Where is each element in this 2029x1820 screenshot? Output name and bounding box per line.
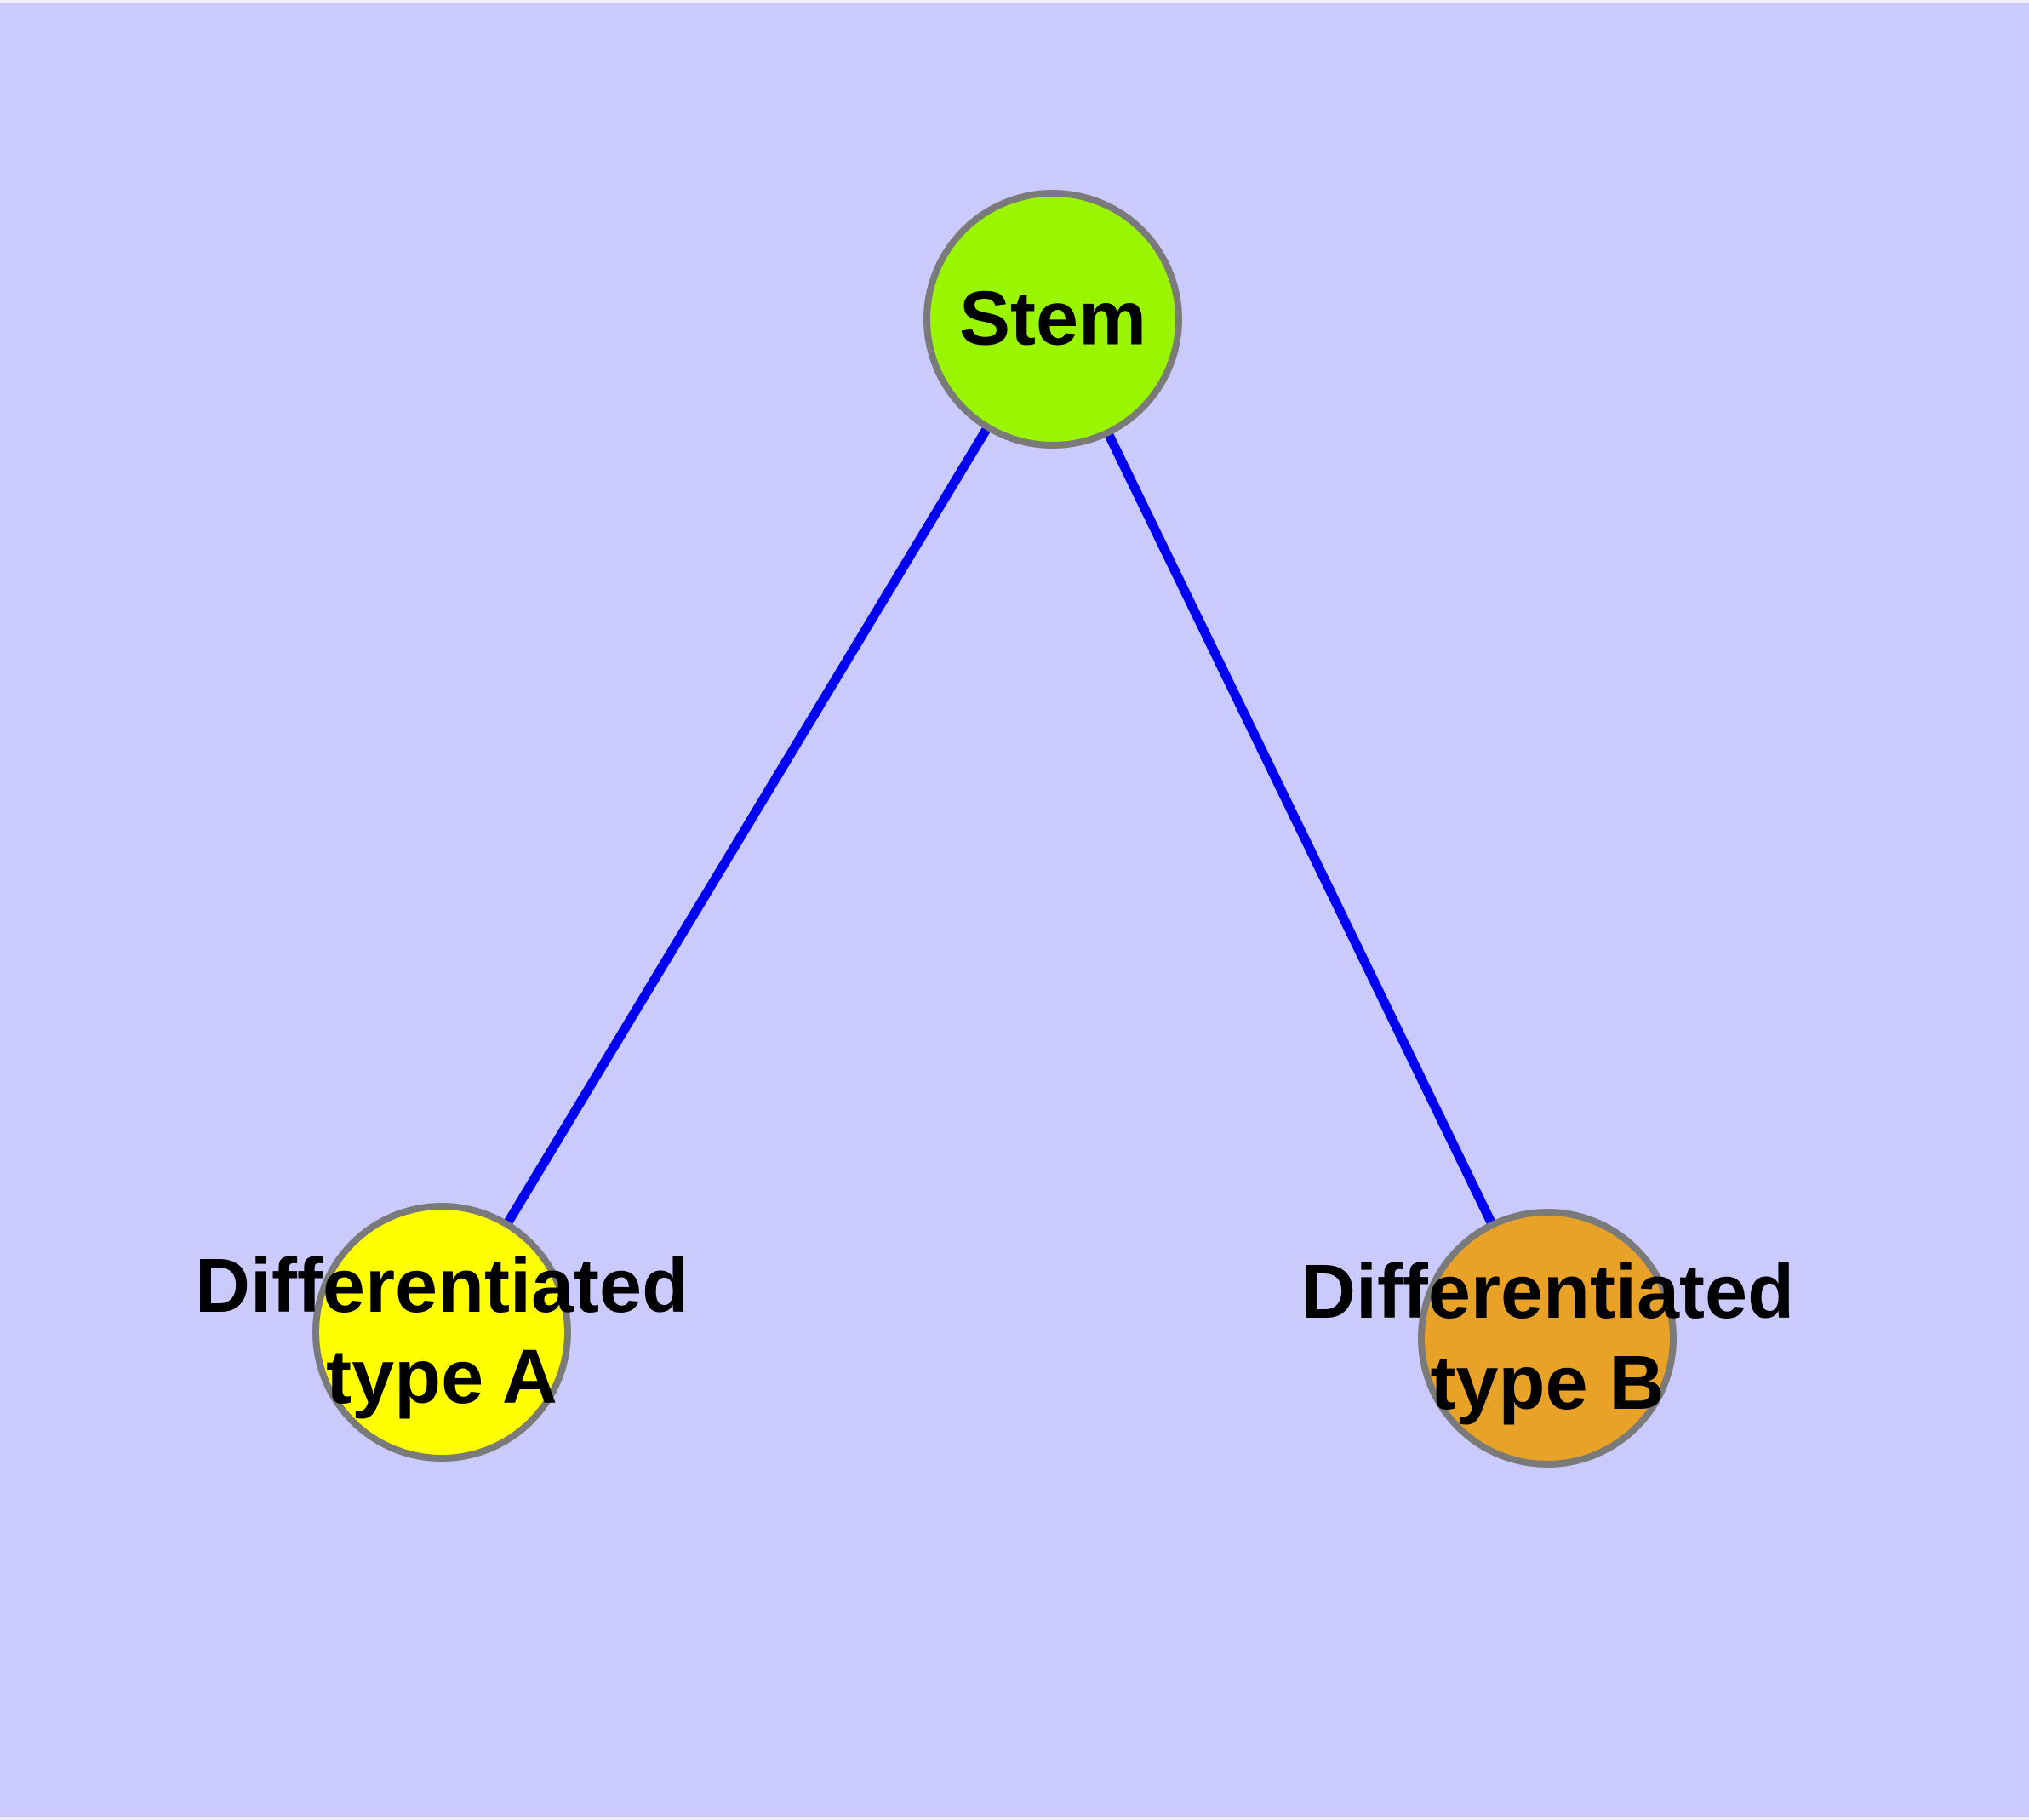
canvas-bottom-edge-strip	[0, 1817, 2029, 1820]
node-differentiated-type-a-label: Differentiated type A	[195, 1241, 689, 1423]
node-differentiated-type-b-label: Differentiated type B	[1300, 1247, 1794, 1429]
edge-stem-to-typeB	[1049, 317, 1552, 1341]
canvas-top-edge-strip	[0, 0, 2029, 3]
node-differentiated-type-b-label-line1: Differentiated	[1300, 1250, 1795, 1335]
node-stem-label-line: Stem	[958, 276, 1147, 362]
node-differentiated-type-a-label-line1: Differentiated	[194, 1244, 689, 1329]
edge-stem-to-typeA	[437, 317, 1057, 1335]
node-differentiated-type-a: Differentiated type A	[195, 1203, 689, 1462]
node-differentiated-type-a-label-line2: type A	[326, 1335, 557, 1420]
node-differentiated-type-b: Differentiated type B	[1300, 1209, 1794, 1468]
node-stem-label: Stem	[959, 274, 1146, 365]
node-differentiated-type-b-label-line2: type B	[1430, 1341, 1665, 1426]
node-stem: Stem	[923, 190, 1182, 449]
